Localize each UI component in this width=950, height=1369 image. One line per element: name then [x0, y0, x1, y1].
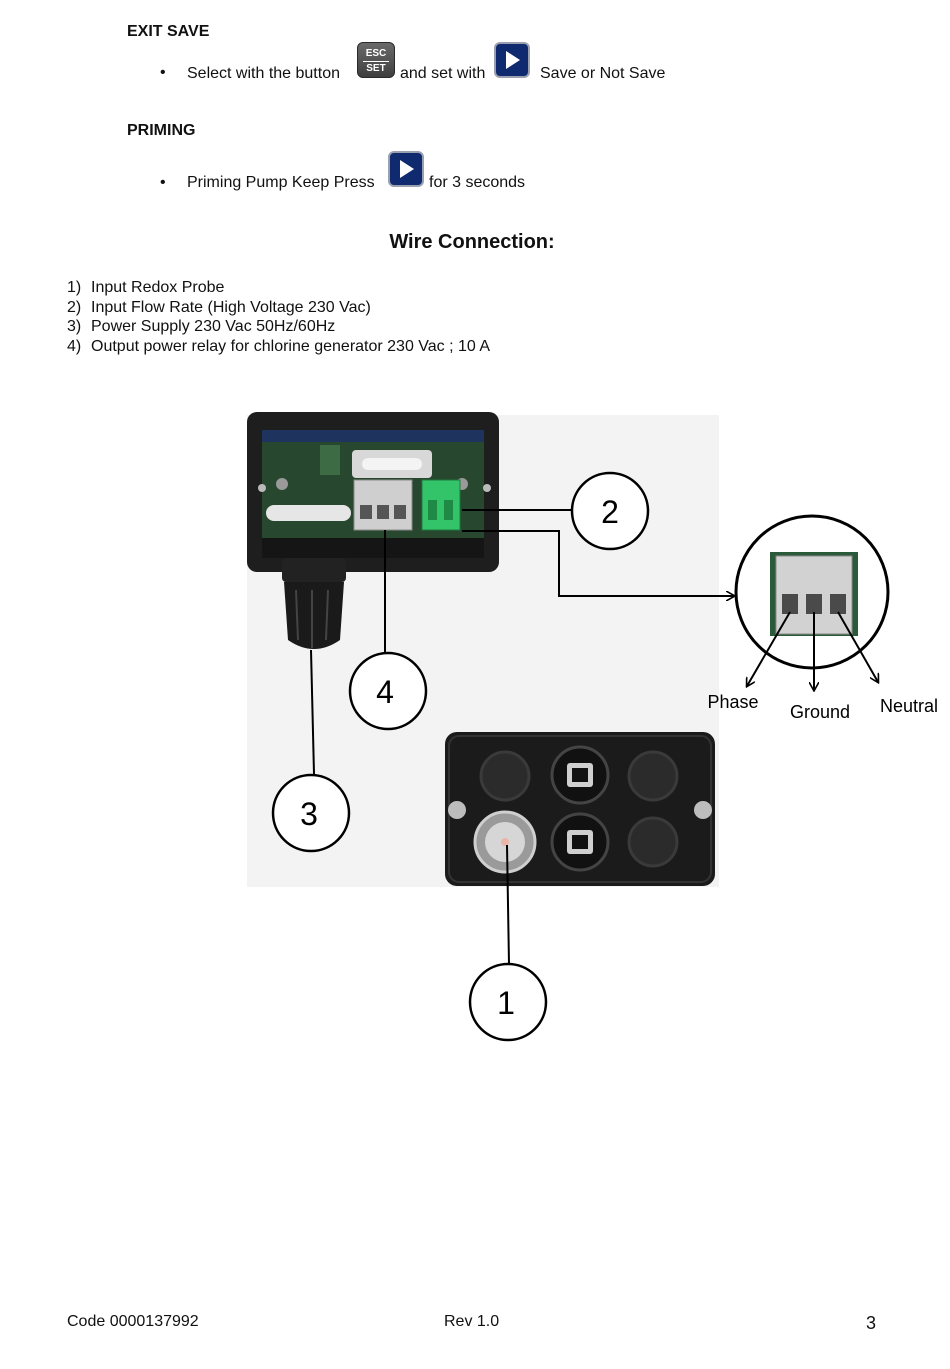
priming-text-1: Priming Pump Keep Press	[187, 174, 375, 191]
esc-label: ESC	[365, 48, 387, 59]
list-num: 2)	[67, 298, 82, 316]
priming-text-2: for 3 seconds	[429, 174, 526, 191]
esc-set-button: ESC SET	[357, 42, 395, 78]
list-item: 3) Power Supply 230 Vac 50Hz/60Hz	[67, 317, 490, 337]
terminal-zoom	[734, 514, 890, 670]
list-item: 1) Input Redox Probe	[67, 278, 490, 298]
callout-label: 3	[300, 796, 318, 832]
neutral-label: Neutral	[880, 696, 938, 716]
list-text: Output power relay for chlorine generato…	[91, 337, 491, 355]
footer-code: Code 0000137992	[67, 1313, 199, 1330]
callout-label: 4	[376, 674, 394, 710]
list-num: 4)	[67, 337, 82, 355]
bullet-dot: •	[160, 174, 166, 191]
callout-3: 3	[271, 773, 351, 853]
phase-label: Phase	[707, 692, 758, 712]
list-num: 3)	[67, 318, 82, 335]
wire-connection-title: Wire Connection:	[389, 231, 555, 253]
list-text: Power Supply 230 Vac 50Hz/60Hz	[91, 318, 336, 335]
top-enclosure	[247, 412, 499, 572]
callout-1: 1	[468, 962, 548, 1042]
play-button-icon	[494, 42, 530, 78]
esc-divider	[363, 61, 389, 62]
list-text: Input Flow Rate (High Voltage 230 Vac)	[91, 298, 371, 316]
bottom-panel	[445, 732, 715, 886]
list-num: 1)	[67, 279, 82, 296]
priming-heading: PRIMING	[127, 122, 196, 139]
footer-rev: Rev 1.0	[444, 1313, 500, 1330]
exit-save-text-2: and set with	[400, 65, 486, 82]
bullet-dot: •	[160, 64, 166, 81]
exit-save-heading: EXIT SAVE	[127, 23, 210, 40]
exit-save-text-3: Save or Not Save	[540, 65, 666, 82]
cable-gland	[282, 558, 346, 649]
set-label: SET	[366, 63, 386, 74]
exit-save-text-1: Select with the button	[187, 65, 340, 82]
page-number: 3	[866, 1313, 877, 1333]
list-text: Input Redox Probe	[91, 279, 225, 296]
callout-4: 4	[348, 651, 428, 731]
callout-label: 2	[601, 494, 619, 530]
callout-label: 1	[497, 985, 515, 1021]
list-item: 2) Input Flow Rate (High Voltage 230 Vac)	[67, 298, 490, 318]
wire-connection-list: 1) Input Redox Probe 2) Input Flow Rate (H…	[67, 278, 490, 356]
play-button-icon	[388, 151, 424, 187]
ground-label: Ground	[790, 702, 850, 722]
leader-lines	[310, 509, 878, 965]
list-item: 4) Output power relay for chlorine genera…	[67, 337, 490, 357]
callout-2: 2	[570, 471, 650, 551]
